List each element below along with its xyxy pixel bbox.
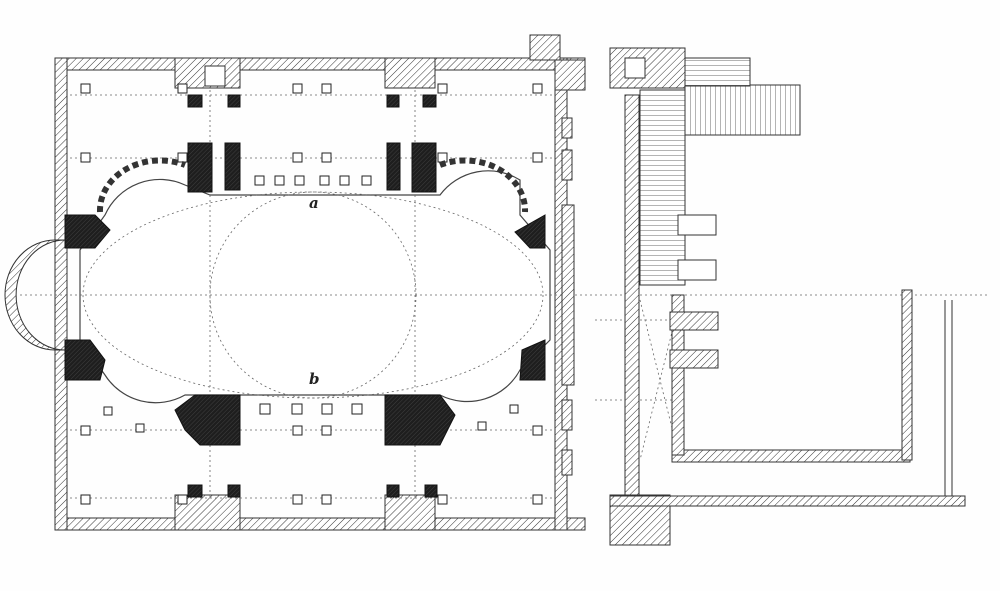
label-b: b: [309, 370, 320, 388]
courtyard: [609, 289, 966, 507]
label-a: a: [309, 194, 319, 212]
piers: [64, 94, 546, 498]
stairs: [639, 57, 801, 286]
columns: [80, 83, 543, 505]
exedra-columns: [96, 157, 529, 213]
dotted-guides: [20, 90, 990, 500]
